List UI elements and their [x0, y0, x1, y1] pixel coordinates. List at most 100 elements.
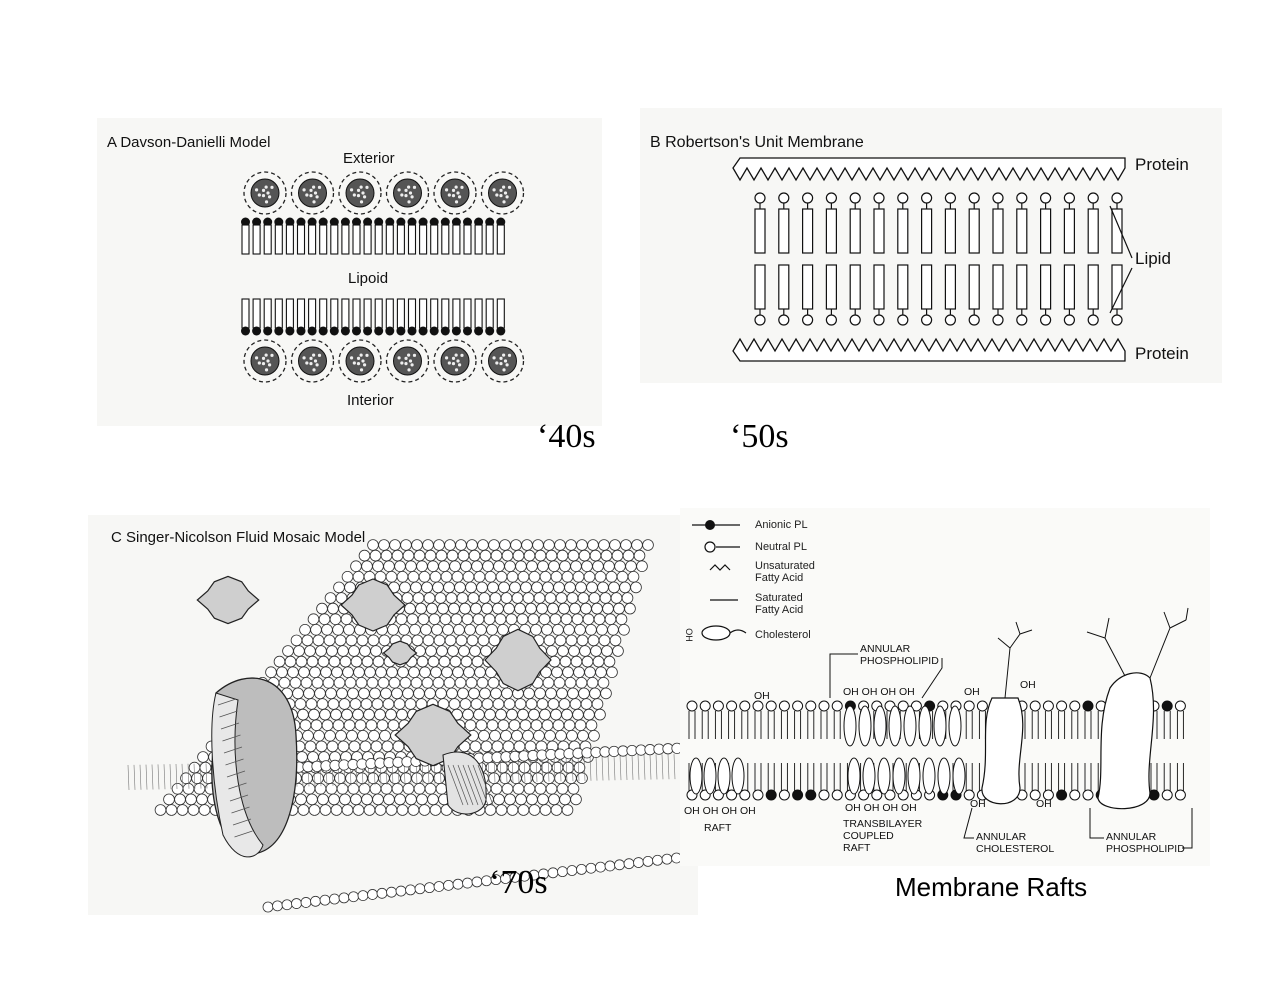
lower-lipid-tail: [263, 298, 272, 329]
lipid-label: Lipid: [1135, 249, 1171, 268]
lower-lipid-tails: [1071, 763, 1079, 791]
lipid-head-top: [456, 592, 469, 604]
lipid-head-top: [446, 687, 458, 700]
lipid-head-top: [599, 592, 612, 604]
lower-lipid-tail: [873, 264, 885, 310]
lipid-head-top: [539, 804, 552, 816]
lower-lipid-head: [1148, 789, 1160, 801]
upper-lipid-tail: [474, 224, 483, 255]
lipid-head-top: [475, 624, 487, 636]
upper-lipid-tails: [965, 711, 973, 739]
lower-lipid-tail: [241, 298, 250, 329]
protein-top-label: Protein: [1135, 155, 1189, 174]
lipid-head-top: [463, 666, 475, 679]
lipid-head-top: [568, 645, 580, 657]
lipid-head-top: [385, 708, 397, 721]
lipid-head-top: [424, 782, 437, 795]
lipid-head-top: [603, 560, 615, 572]
upper-lipid-head: [686, 700, 698, 712]
lipid-head-top: [433, 634, 446, 647]
lipid-head-top: [399, 677, 412, 689]
lipid-head-top: [594, 570, 607, 583]
upper-lipid-tail: [319, 224, 328, 255]
upper-lipid-head: [712, 700, 724, 712]
lipid-head-top: [455, 539, 467, 551]
upper-lipid-tail: [385, 224, 394, 255]
lipid-head-top: [558, 602, 570, 615]
lipid-head-top: [434, 592, 447, 604]
lower-lipid-tail: [1087, 264, 1099, 310]
lipid-head-top: [367, 772, 379, 785]
lipid-head-top: [459, 602, 471, 615]
lipid-head-top: [533, 730, 545, 742]
lipid-head-top: [416, 560, 428, 572]
lipid-head-top: [520, 581, 532, 594]
lipid-head-top: [600, 687, 612, 700]
lipid-head-top: [287, 666, 299, 679]
lipid-head-top: [393, 698, 406, 710]
outer-protein-texture: [457, 195, 462, 199]
inner-protein-texture: [313, 359, 318, 363]
inner-protein-texture: [309, 361, 313, 366]
raft-cholesterol-lower: [907, 757, 921, 795]
inner-protein-texture: [451, 361, 456, 366]
lipid-head-top: [575, 677, 588, 689]
lipid-head-top: [438, 655, 451, 668]
upper-lipid-head: [805, 700, 817, 712]
outer-protein-texture: [499, 188, 503, 192]
lipid-head-top: [282, 645, 294, 657]
lipid-head-top: [579, 645, 591, 657]
lipid-tail: [205, 763, 208, 789]
inner-protein-globule: [440, 346, 470, 376]
inner-protein-texture: [457, 363, 462, 367]
era-50s: ‘50s: [730, 418, 789, 455]
outer-protein-texture: [492, 188, 496, 192]
upper-lipid-tails: [741, 711, 749, 739]
lipid-head-top: [515, 560, 527, 572]
lipid-head-top: [316, 698, 329, 710]
lipid-head-top: [437, 602, 449, 615]
lower-lipid-tail: [992, 264, 1004, 310]
lipid-head-top: [391, 782, 404, 795]
lipid-head-top: [461, 613, 474, 625]
protein-hatch: [447, 764, 464, 806]
lower-lipid-tail: [897, 264, 909, 310]
inner-protein-texture: [502, 353, 506, 357]
callout-annular-phospholipid-top: ANNULAR PHOSPHOLIPID: [860, 643, 939, 667]
lipid-head-top: [400, 539, 412, 551]
lipid-head-top: [484, 570, 497, 583]
era-40s: ‘40s: [537, 418, 596, 455]
lipid-head-top: [444, 539, 456, 551]
lipid-head-top: [592, 560, 604, 572]
upper-lipid-head: [1016, 192, 1028, 204]
lipid-head-top: [517, 570, 530, 583]
lipid-head-top: [441, 666, 453, 679]
lipid-head-top: [449, 560, 461, 572]
outer-protein-texture: [454, 185, 458, 189]
upper-lipid-head: [778, 192, 790, 204]
lower-lipid-tail: [308, 298, 317, 329]
inner-protein-texture: [499, 356, 503, 360]
lower-lipid-tails: [1044, 763, 1052, 791]
lipid-head-top: [358, 549, 371, 562]
lipid-head-top: [490, 549, 503, 562]
lipid-head-top: [176, 804, 189, 816]
lower-lipid-head: [818, 789, 830, 801]
lower-lipid-head: [252, 326, 262, 336]
lipid-head-top: [613, 602, 625, 615]
lower-lipid-head: [921, 314, 933, 326]
lipid-head-top: [411, 539, 423, 551]
outer-protein-texture: [261, 193, 266, 198]
lipid-tail: [667, 754, 670, 780]
lipid-head-top: [299, 624, 311, 636]
lipid-head-top: [558, 698, 571, 710]
lipid-head-top: [539, 708, 551, 721]
inner-protein-texture: [317, 353, 322, 357]
lipid-head-top: [489, 592, 502, 604]
raft-cholesterol-lower: [877, 757, 891, 795]
lipid-head-top: [361, 560, 373, 572]
lipid-head-top: [630, 581, 642, 594]
raft-cholesterol-lower: [952, 757, 966, 795]
lower-lipid-head: [1069, 789, 1081, 801]
lipid-head-top: [585, 719, 598, 732]
